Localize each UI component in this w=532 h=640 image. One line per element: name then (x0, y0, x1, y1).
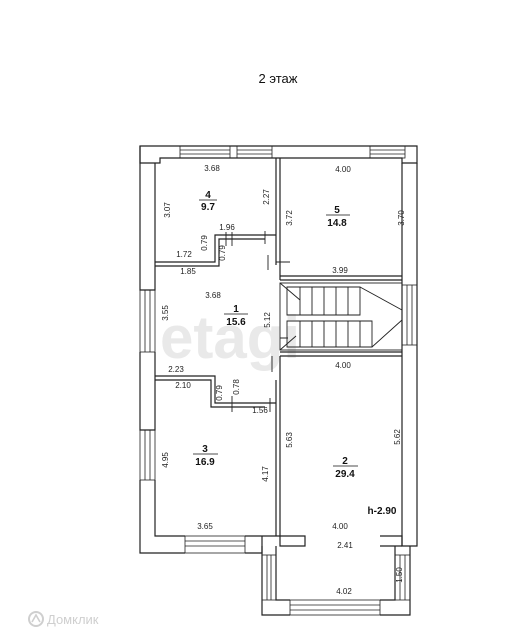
wall-left-middle (139, 352, 156, 431)
dim-r2-right: 5.62 (393, 429, 402, 445)
dim-r3-top1: 2.23 (168, 365, 184, 374)
wall-r4-r5 (275, 158, 281, 280)
wall-bottom-left (245, 535, 306, 547)
dim-r3-step-h: 0.79 (215, 385, 224, 401)
domclick-logo: Домклик (28, 611, 99, 627)
room-4-number: 4 (205, 190, 211, 201)
door-marks (225, 231, 290, 412)
dim-r1-right: 5.12 (263, 312, 272, 328)
dim-r2-bottom: 4.00 (332, 522, 348, 531)
wall-left-lower (139, 480, 185, 554)
wall-r4-bottom (155, 234, 276, 267)
dim-r5-left: 3.72 (285, 210, 294, 226)
dim-r1-top: 1.85 (180, 267, 196, 276)
dim-r4-step-h2: 0.79 (218, 245, 227, 261)
dim-r4-left: 3.07 (163, 202, 172, 218)
wall-r2-top (280, 351, 402, 357)
room-3-area: 16.9 (195, 457, 215, 468)
dim-r4-step-w: 1.96 (219, 223, 235, 232)
room-4-area: 9.7 (201, 202, 215, 213)
dim-r3-step-w: 1.56 (252, 406, 268, 415)
dim-r4-step-h: 0.79 (200, 235, 209, 251)
staircase (279, 282, 403, 351)
ceiling-height: h-2.90 (368, 506, 397, 517)
dim-r3-right: 4.17 (261, 466, 270, 482)
dim-r2-left: 5.63 (285, 432, 294, 448)
watermark: etagi (160, 304, 300, 371)
room-2-area: 29.4 (335, 469, 355, 480)
dim-r3-step-h2: 0.78 (232, 379, 241, 395)
room-1-area: 15.6 (226, 317, 246, 328)
floor-title: 2 этаж (259, 71, 298, 86)
dim-r1-mid: 3.68 (205, 291, 221, 300)
room-2-number: 2 (342, 456, 348, 467)
dim-r1-left: 3.55 (161, 305, 170, 321)
wall-left-upper (139, 146, 156, 291)
wall-r5-bottom (280, 275, 402, 281)
dim-r3-top2: 2.10 (175, 381, 191, 390)
dim-r3-left: 4.95 (161, 452, 170, 468)
dim-r5-top: 4.00 (335, 165, 351, 174)
wall-top (139, 145, 418, 164)
dim-r4-top: 3.68 (204, 164, 220, 173)
dim-r3-bottom: 3.65 (197, 522, 213, 531)
dim-r5-right: 3.70 (397, 210, 406, 226)
room-1-number: 1 (233, 304, 239, 315)
dim-bay-top: 2.41 (337, 541, 353, 550)
dim-r4-bottom: 1.72 (176, 250, 192, 259)
room-3-number: 3 (202, 444, 208, 455)
bay-top-right (380, 535, 403, 546)
room-5-area: 14.8 (327, 218, 347, 229)
wall-r3-top (155, 375, 276, 408)
dim-r5-bottom: 3.99 (332, 266, 348, 275)
wall-r3-r2 (275, 356, 281, 536)
dim-bay-right: 1.50 (395, 567, 404, 583)
room-5-number: 5 (334, 205, 340, 216)
windows (139, 145, 418, 616)
logo-text: Домклик (47, 612, 99, 627)
dim-r4-right: 2.27 (262, 189, 271, 205)
dim-bay-bottom: 4.02 (336, 587, 352, 596)
wall-bottom-left-2 (245, 536, 263, 554)
dim-r2-top: 4.00 (335, 361, 351, 370)
